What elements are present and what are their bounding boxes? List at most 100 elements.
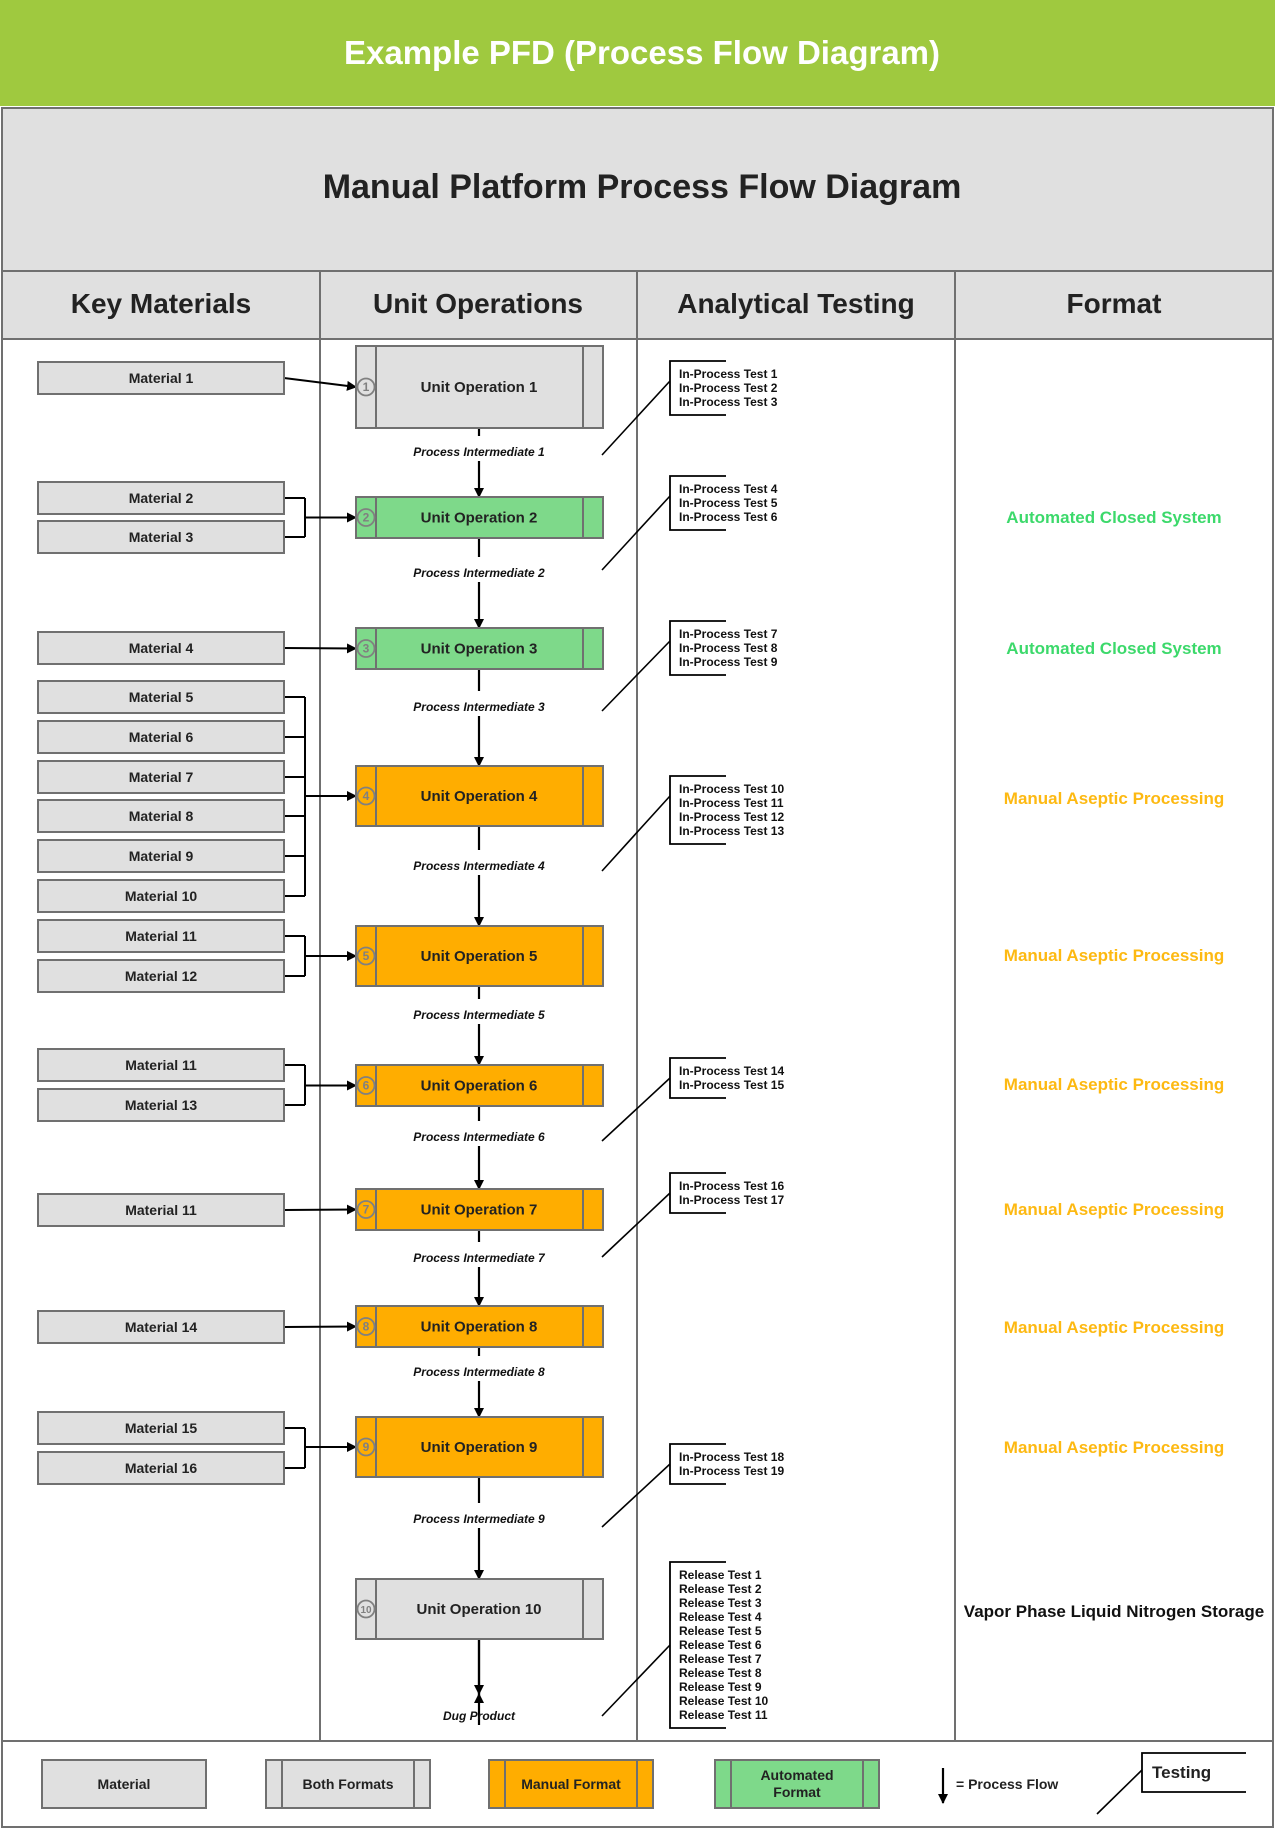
unit-operation-label: Unit Operation 9 (421, 1439, 538, 1456)
material-rect (37, 520, 285, 554)
material-label: Material 4 (129, 640, 194, 656)
material-rect (37, 1048, 285, 1082)
legend-testing-bracket (1141, 1752, 1246, 1793)
material-label: Material 12 (125, 968, 198, 984)
material-label: Material 13 (125, 1097, 198, 1113)
test-item: In-Process Test 18 (679, 1450, 784, 1464)
unit-operation-label: Unit Operation 10 (416, 1601, 541, 1618)
material-label: Material 7 (129, 769, 194, 785)
unit-operation-box: 3 Unit Operation 3 (355, 627, 604, 670)
material-label: Material 11 (125, 928, 197, 944)
legend-testing-leader (1096, 1769, 1143, 1815)
material-rect (37, 1411, 285, 1445)
step-number-circle (356, 1200, 376, 1219)
legend-manual-format-label: Manual Format (521, 1776, 621, 1792)
process-intermediate-label: Process Intermediate 8 (413, 1365, 545, 1379)
material-rect (37, 760, 285, 794)
column-header-label: Key Materials (71, 288, 252, 319)
column-header-unit-operations (319, 270, 638, 340)
step-number: 3 (363, 642, 370, 656)
unit-operation-label: Unit Operation 6 (421, 1078, 538, 1095)
test-item: Release Test 3 (679, 1596, 762, 1610)
step-number-circle (356, 786, 376, 806)
format-label: Manual Aseptic Processing (1004, 1438, 1224, 1457)
material-label: Material 11 (125, 1202, 197, 1218)
material-label: Material 8 (129, 808, 194, 824)
test-leader-line (601, 795, 671, 872)
step-number-circle (356, 1437, 376, 1457)
diagram-title: Manual Platform Process Flow Diagram (323, 168, 962, 206)
step-number-circle (356, 946, 376, 966)
column-header-key-materials (1, 270, 321, 340)
test-bracket (669, 475, 726, 531)
step-number-circle (356, 508, 376, 527)
unit-operation-label: Unit Operation 1 (421, 379, 538, 396)
legend-automated-format-label: Format (773, 1784, 821, 1800)
column-header-label: Unit Operations (373, 288, 583, 319)
unit-operation-rect (355, 496, 604, 539)
material-box: Material 15 (37, 1411, 285, 1445)
analytical-tests: In-Process Test 1In-Process Test 2 In-Pro… (601, 360, 784, 1729)
process-intermediate-label: Process Intermediate 3 (413, 700, 545, 714)
test-item: In-Process Test 16 (679, 1179, 784, 1193)
test-group: In-Process Test 1In-Process Test 2In-Pro… (601, 360, 778, 456)
material-box: Material 9 (37, 839, 285, 873)
format-label: Automated Closed System (1006, 639, 1221, 658)
test-item: In-Process Test 1 (679, 367, 778, 381)
step-number: 8 (363, 1320, 370, 1334)
format-label: Automated Closed System (1006, 508, 1221, 527)
diagram-body (1, 338, 1274, 1742)
material-rect (37, 959, 285, 993)
step-number: 5 (363, 949, 370, 963)
material-rect (37, 631, 285, 665)
unit-operation-label: Unit Operation 3 (421, 641, 538, 658)
material-label: Material 6 (129, 729, 194, 745)
unit-operation-rect (355, 1305, 604, 1348)
material-label: Material 10 (125, 888, 198, 904)
material-box: Material 5 (37, 680, 285, 714)
unit-operation-rect (355, 1188, 604, 1231)
process-intermediate-label: Process Intermediate 6 (413, 1130, 545, 1144)
legend-automated-format-label: Automated (760, 1767, 833, 1783)
legend-automated-format-swatch (714, 1759, 880, 1809)
process-intermediate-label: Process Intermediate 2 (413, 566, 545, 580)
material-rect (37, 839, 285, 873)
unit-operation-rect (355, 1416, 604, 1478)
test-leader-line (601, 1644, 671, 1717)
material-rect (37, 1088, 285, 1122)
legend-material-swatch (41, 1759, 207, 1809)
material-label: Material 15 (125, 1420, 198, 1436)
column-headers: Key Materials Unit Operations Analytical… (1, 270, 1274, 340)
column-header-label: Format (1067, 288, 1162, 319)
test-item: In-Process Test 2 (679, 381, 778, 395)
test-leader-line (601, 1077, 671, 1142)
material-feed-arrow (283, 377, 357, 391)
test-item: Release Test 5 (679, 1624, 762, 1638)
material-rect (37, 720, 285, 754)
material-feed-arrow (283, 1321, 357, 1332)
step-number: 9 (363, 1440, 370, 1454)
test-item: In-Process Test 15 (679, 1078, 784, 1092)
process-intermediate-label: Process Intermediate 1 (413, 445, 545, 459)
unit-operation-box: 9 Unit Operation 9 (355, 1416, 604, 1478)
step-number: 10 (360, 1605, 372, 1616)
step-number: 1 (363, 380, 370, 394)
test-item: In-Process Test 10 (679, 782, 784, 796)
test-item: Release Test 6 (679, 1638, 762, 1652)
test-item: In-Process Test 7 (679, 627, 778, 641)
test-item: Release Test 1 (679, 1568, 762, 1582)
unit-operation-rect (355, 925, 604, 987)
material-rect (37, 680, 285, 714)
test-item: In-Process Test 19 (679, 1464, 784, 1478)
material-box: Material 14 (37, 1310, 285, 1344)
material-box: Material 13 (37, 1088, 285, 1122)
material-label: Material 2 (129, 490, 194, 506)
